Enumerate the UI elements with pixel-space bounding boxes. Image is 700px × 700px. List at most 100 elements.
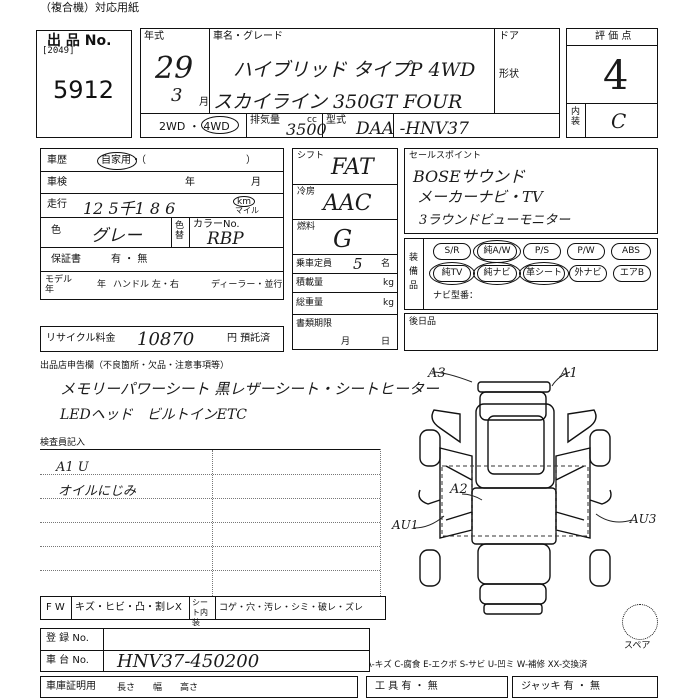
garage-cert-box: 車庫証明用 長さ 幅 高さ xyxy=(40,676,358,698)
color-no-value: RBP xyxy=(207,229,244,249)
register-month: 月 xyxy=(341,337,351,347)
registration-label: 登 録 No. xyxy=(46,633,89,644)
inspector-line-1: A1 U xyxy=(56,460,89,475)
form-note: （複合機）対応用紙 xyxy=(40,1,139,14)
name-label: 車名・グレード xyxy=(213,31,283,42)
shift-value: FAT xyxy=(331,155,374,180)
rear-items-label: 後日品 xyxy=(409,317,437,327)
lot-label: 出 品 No. xyxy=(47,33,112,49)
equip-pw: P/W xyxy=(567,243,605,260)
fuel-value: G xyxy=(333,225,353,253)
recycle-suffix: 円 預託済 xyxy=(227,333,271,344)
selling-label: セールスポイント xyxy=(409,151,482,161)
tools-label: 工 具 有 ・ 無 xyxy=(375,681,438,692)
capacity-label: 乗車定員 xyxy=(296,259,333,269)
registration-box: 登 録 No. 車 台 No. HNV37-450200 xyxy=(40,628,370,672)
fuel-label: 燃料 xyxy=(297,222,316,232)
inspection-label: 車検 xyxy=(47,177,67,188)
mileage-mile: マイル xyxy=(235,206,259,215)
lot-number-box: 出 品 No. [2049] 5912 xyxy=(36,30,132,138)
damage-mark-a3: A3 xyxy=(428,366,446,381)
damage-mark-a2: A2 xyxy=(450,482,468,497)
interior-value: C xyxy=(611,109,627,133)
displacement-unit: cc xyxy=(307,115,317,125)
color-label: 色 xyxy=(51,225,61,236)
lot-code: [2049] xyxy=(42,46,75,56)
displacement-label: 排気量 xyxy=(250,115,280,126)
seat-text: コゲ・穴・汚レ・シミ・破レ・ズレ xyxy=(219,603,364,613)
equip-ps: P/S xyxy=(523,243,561,260)
recycle-value: 10870 xyxy=(137,329,195,350)
warranty-options: 有 ・ 無 xyxy=(111,254,148,265)
equip-airbag: エアB xyxy=(613,265,651,282)
jack-box: ジャッキ 有 ・ 無 xyxy=(512,676,658,698)
fw-label: F W xyxy=(46,602,65,613)
model-value: スカイライン 350GT FOUR xyxy=(213,91,463,113)
car-body-diagram xyxy=(413,371,633,615)
legend-box: F W キズ・ヒビ・凸・割レX シート内装 コゲ・穴・汚レ・シミ・破レ・ズレ xyxy=(40,596,386,627)
inspector-header: 検査員記入 xyxy=(40,438,86,448)
damage-mark-au1: AU1 xyxy=(392,518,419,532)
handle-label: ハンドル 左・右 xyxy=(113,280,179,290)
selling-points-box: セールスポイント BOSEサウンド メーカーナビ・TV 3ラウンドビューモニター xyxy=(404,148,658,234)
register-label: 書類期限 xyxy=(296,319,333,329)
alloy-circle xyxy=(473,240,521,263)
jack-label: ジャッキ 有 ・ 無 xyxy=(521,681,601,692)
score-label: 評 価 点 xyxy=(595,31,632,42)
notes-line-1: メモリーパワーシート 黒レザーシート・シートヒーター xyxy=(60,380,440,398)
month-unit: 月 xyxy=(199,97,209,108)
ac-label: 冷房 xyxy=(297,187,316,197)
damage-mark-a1: A1 xyxy=(560,366,578,381)
year-label: 年式 xyxy=(144,31,164,42)
door-label: ドア xyxy=(499,31,519,42)
damage-mark-au3: AU3 xyxy=(630,512,657,526)
equip-ext-navi: 外ナビ xyxy=(569,265,607,282)
recycle-box: リサイクル料金 10870 円 預託済 xyxy=(40,326,284,352)
navi-model-label: ナビ型番： xyxy=(433,291,479,301)
selling-line-2: メーカーナビ・TV xyxy=(417,188,543,206)
inspection-year: 年 xyxy=(185,177,195,188)
selling-line-3: 3ラウンドビューモニター xyxy=(419,213,571,228)
load-label: 積載量 xyxy=(296,278,324,288)
shape-label: 形状 xyxy=(499,69,519,80)
rear-items-box: 後日品 xyxy=(404,313,658,351)
weight-unit: kg xyxy=(383,298,394,308)
mileage-label: 走行 xyxy=(47,199,67,210)
displacement-value: 3500 xyxy=(286,120,327,139)
color-no-label: カラーNo. xyxy=(193,219,240,230)
selling-line-1: BOSEサウンド xyxy=(413,167,525,186)
recycle-label: リサイクル料金 xyxy=(46,333,116,344)
frame-label: 車 台 No. xyxy=(46,655,89,666)
garage-cert-label: 車庫証明用 xyxy=(46,681,96,692)
details-box: 車歴 自家用・（ ） 車検 年 月 走行 12 5千1 8 6 km マイル 色… xyxy=(40,148,284,300)
shift-label: シフト xyxy=(297,151,325,161)
month-value: 3 xyxy=(171,85,183,106)
drive-4wd-circle xyxy=(201,116,239,134)
history-label: 車歴 xyxy=(47,155,67,166)
spare-label: スペア xyxy=(624,641,651,651)
fw-text: キズ・ヒビ・凸・割レX xyxy=(75,602,182,613)
notes-header: 出品店申告欄（不良箇所・欠品・注意事項等） xyxy=(40,361,230,371)
notes-line-2: LEDヘッド ビルトインETC xyxy=(60,407,248,423)
grade-value: ハイブリッド タイプP 4WD xyxy=(233,59,476,81)
dealer-label: ディーラー・並行 xyxy=(211,280,283,290)
inspection-month: 月 xyxy=(251,177,261,188)
type-value: DAA -HNV37 xyxy=(356,119,469,139)
interior-label: 内装 xyxy=(571,107,581,127)
damage-codes: A-キズ C-腐食 E-エクボ S-サビ U-凹ミ W-補修 XX-交換済 xyxy=(366,660,588,670)
warranty-label: 保証書 xyxy=(51,254,81,265)
leather-circle xyxy=(519,262,569,285)
km-circle xyxy=(233,196,255,207)
equip-sr: S/R xyxy=(433,243,471,260)
type-label: 型式 xyxy=(326,115,346,126)
equipment-box: 装備品 S/R 純A/W P/S P/W ABS 純TV 純ナビ 革シート 外ナ… xyxy=(404,238,658,310)
tools-box: 工 具 有 ・ 無 xyxy=(366,676,508,698)
weight-label: 総重量 xyxy=(296,298,324,308)
load-unit: kg xyxy=(383,278,394,288)
history-circle xyxy=(97,152,137,170)
history-options: 自家用・（ ） xyxy=(101,155,256,166)
navi-circle xyxy=(473,262,521,285)
capacity-value: 5 xyxy=(353,255,363,273)
inspector-line-2: オイルにじみ xyxy=(58,484,137,499)
color-value: グレー xyxy=(91,226,142,246)
